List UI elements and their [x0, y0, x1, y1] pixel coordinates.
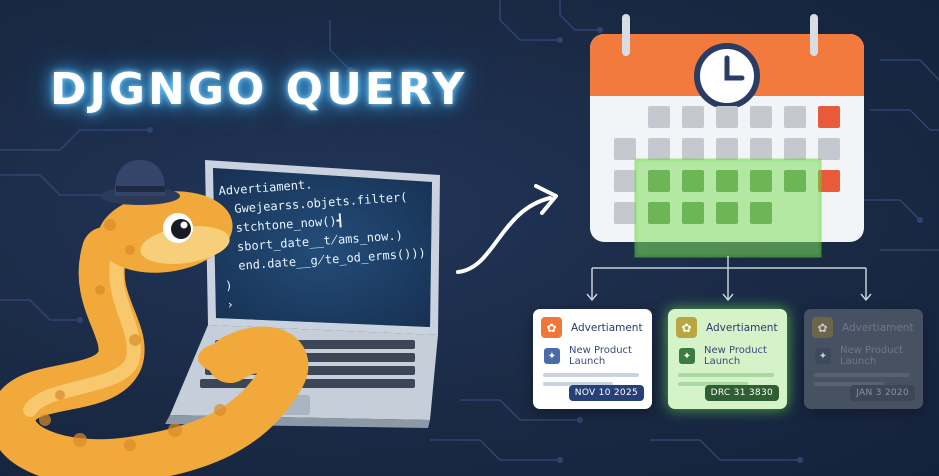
card-subtitle: New Product Launch [704, 345, 767, 367]
megaphone-icon: ✿ [541, 317, 562, 338]
event-card: ✿ Advertiament ✦ New Product Launch DRC … [668, 309, 787, 409]
page-title: DJGNGO QUERY [50, 64, 468, 115]
card-subtitle: New Product Launch [569, 345, 632, 367]
card-subtitle: New Product Launch [840, 345, 903, 367]
rocket-icon: ✦ [815, 348, 831, 364]
bowler-hat-icon [100, 160, 180, 205]
snake-mascot [0, 191, 309, 476]
clock-icon [694, 43, 760, 109]
megaphone-icon: ✿ [812, 317, 833, 338]
megaphone-icon: ✿ [676, 317, 697, 338]
date-badge: JAN 3 2020 [850, 385, 915, 401]
card-title: Advertiament [571, 321, 643, 334]
rocket-icon: ✦ [679, 348, 695, 364]
card-title: Advertiament [706, 321, 778, 334]
event-card: ✿ Advertiament ✦ New Product Launch NOV … [533, 309, 652, 409]
rocket-icon: ✦ [544, 348, 560, 364]
date-badge: DRC 31 3830 [704, 385, 779, 401]
card-title: Advertiament [842, 321, 914, 334]
date-badge: NOV 10 2025 [568, 385, 644, 401]
code-snippet: Advertiament. Gwejearss.objets.filter( s… [218, 167, 437, 316]
curved-arrow-icon [456, 196, 552, 274]
event-card: ✿ Advertiament ✦ New Product Launch JAN … [804, 309, 923, 409]
